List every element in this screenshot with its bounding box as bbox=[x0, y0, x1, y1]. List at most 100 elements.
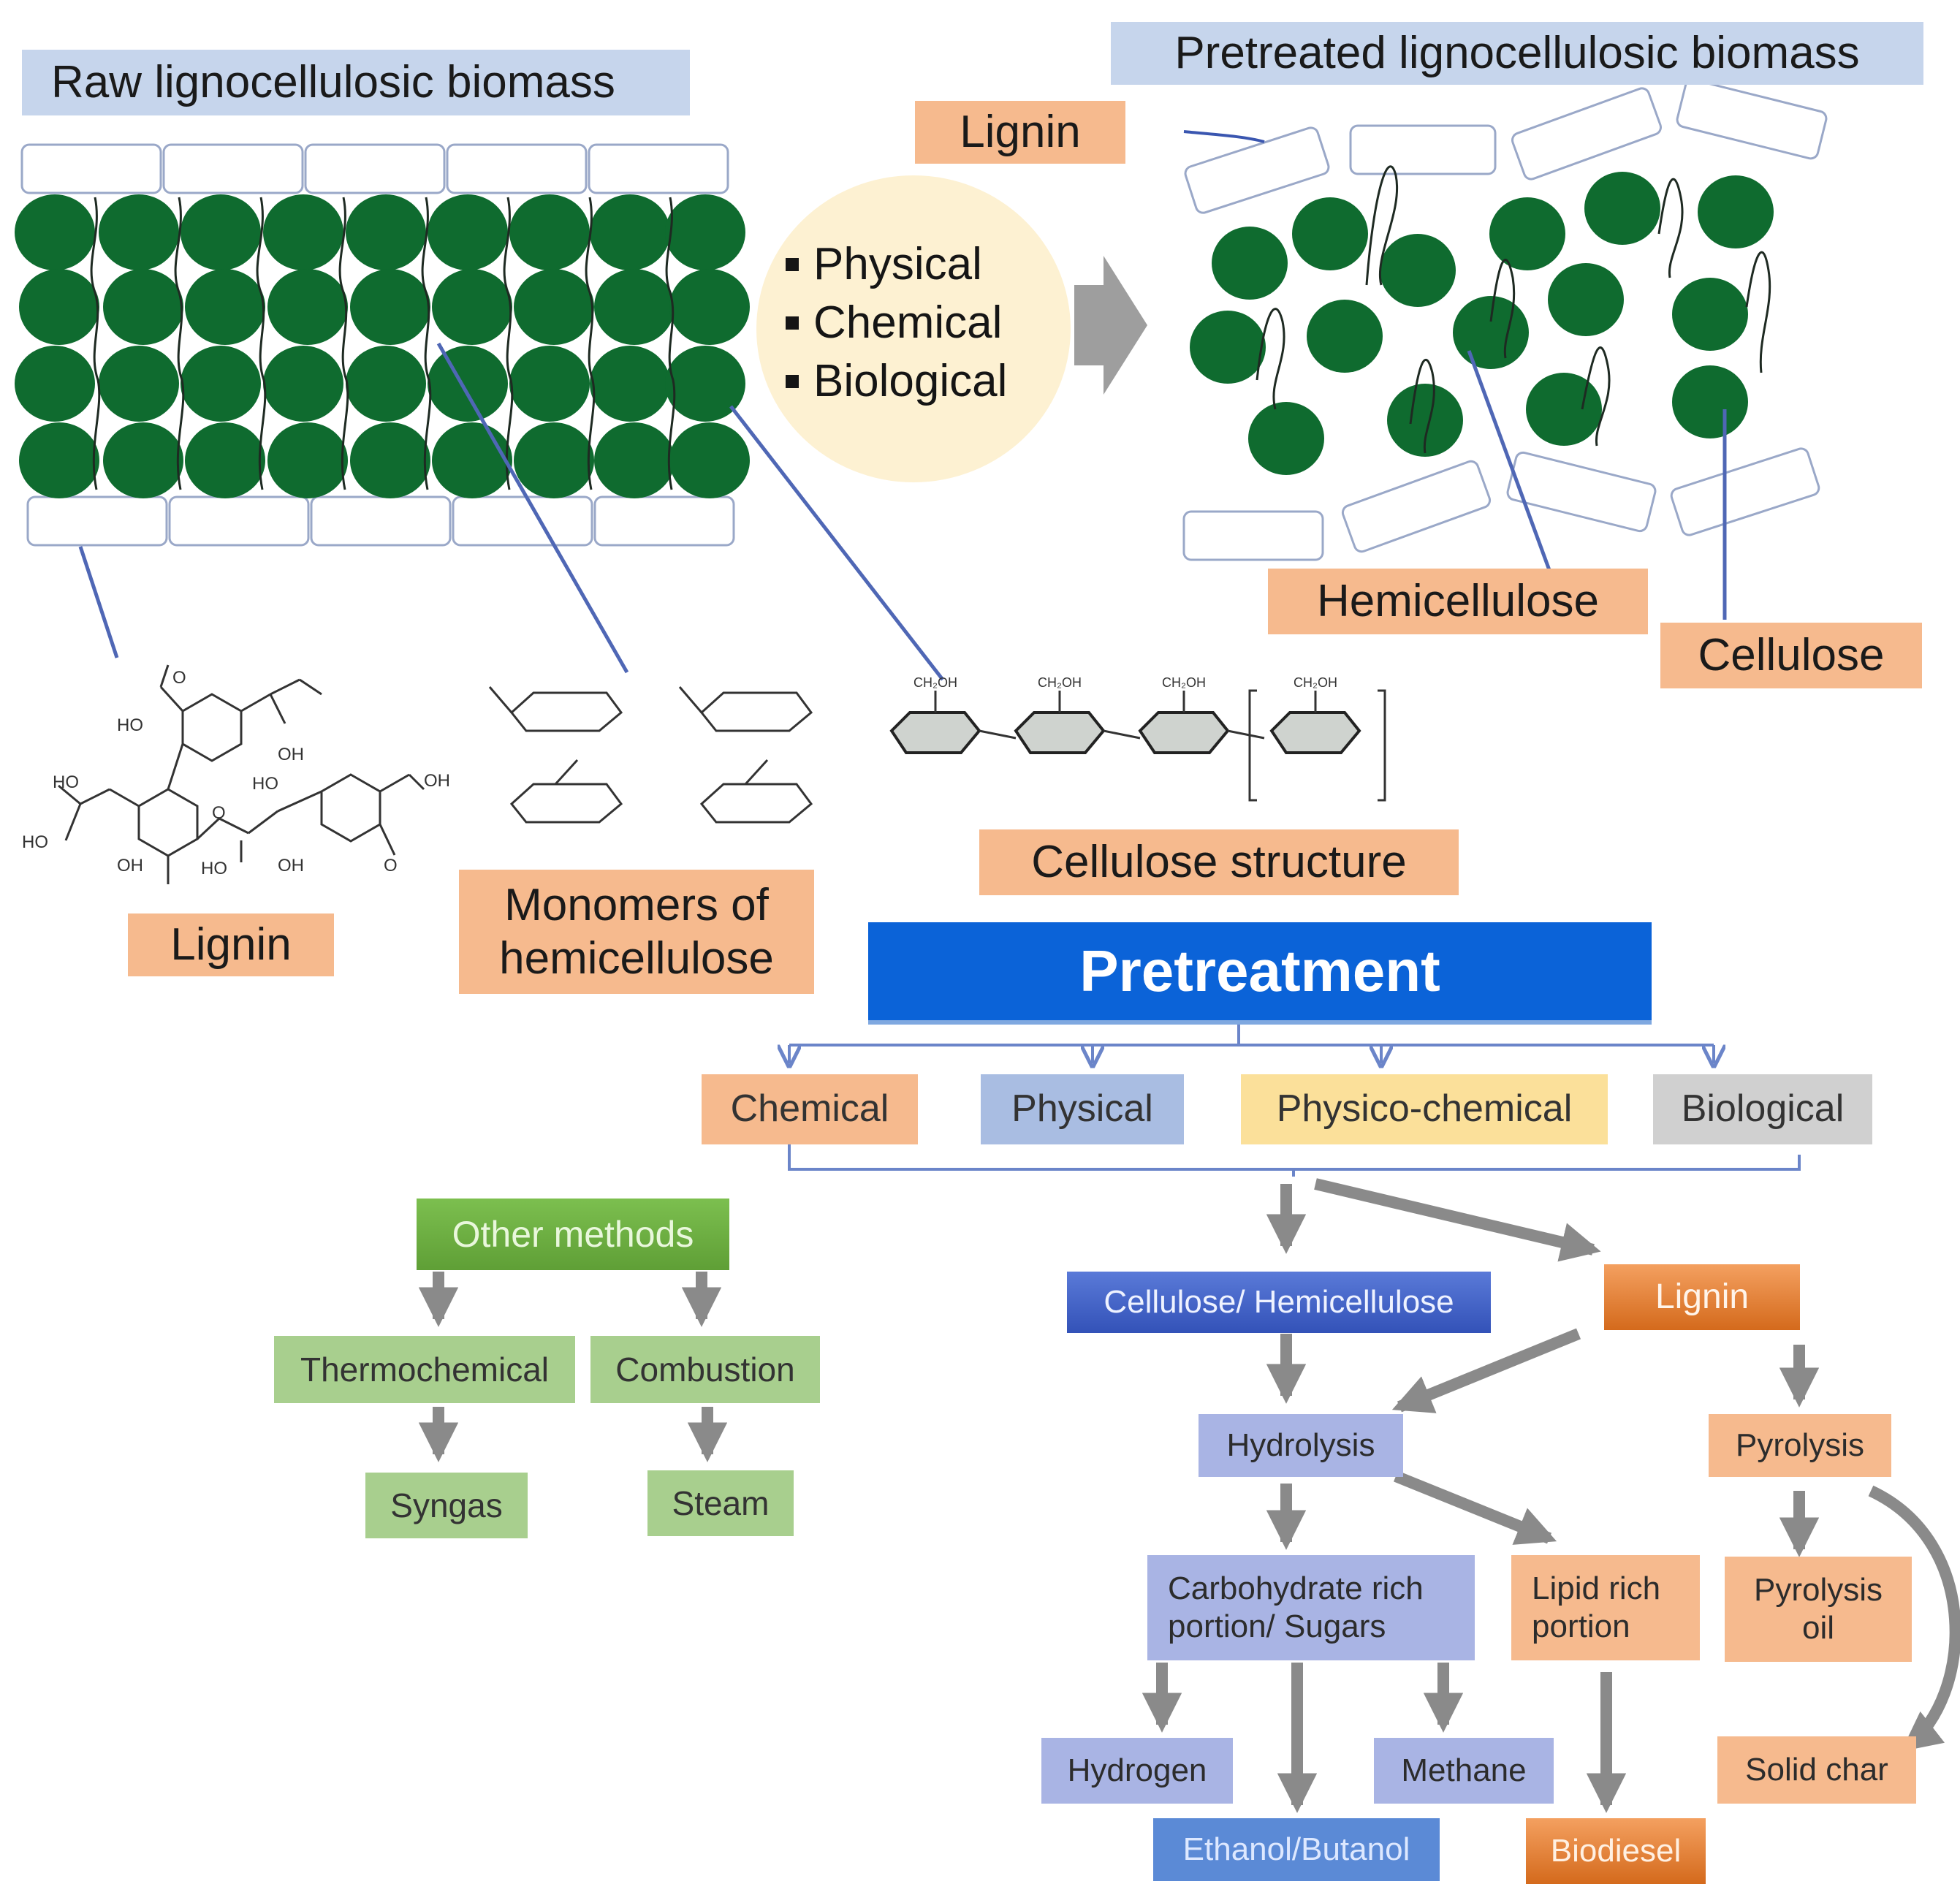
lipid-line-2: portion bbox=[1532, 1608, 1630, 1644]
cellulose-fiber bbox=[267, 422, 348, 498]
cellulose-hemicellulose-box: Cellulose/ Hemicellulose bbox=[1067, 1272, 1491, 1333]
lignin-label-ho-3: HO bbox=[22, 832, 48, 852]
cellulose-label: Cellulose bbox=[1660, 623, 1922, 688]
cellulose-fiber bbox=[590, 346, 670, 422]
monomers-line-2: hemicellulose bbox=[499, 933, 774, 984]
pretreatment-biological: Biological bbox=[1653, 1074, 1872, 1144]
lignin-strand bbox=[585, 197, 596, 490]
cellulose-fiber bbox=[346, 194, 426, 270]
cellulose-fiber bbox=[594, 422, 675, 498]
cellulose-fiber bbox=[1584, 172, 1660, 245]
cellulose-fiber bbox=[1489, 197, 1565, 270]
method-physical: Physical bbox=[786, 235, 1007, 294]
other-methods-title: Other methods bbox=[417, 1199, 729, 1270]
cellulose-fiber bbox=[669, 269, 750, 345]
cellulose-chain-brackets bbox=[1248, 689, 1386, 802]
lipid-line-1: Lipid rich bbox=[1532, 1570, 1661, 1607]
cellulose-fiber bbox=[432, 269, 512, 345]
ch2oh-label: CH₂OH bbox=[913, 675, 957, 690]
cellulose-fiber bbox=[185, 269, 265, 345]
pretreatment-physico-chemical: Physico-chemical bbox=[1241, 1074, 1608, 1144]
pretreatment-physical: Physical bbox=[981, 1074, 1184, 1144]
cellulose-fiber bbox=[1248, 402, 1324, 475]
cellulose-fiber bbox=[1212, 227, 1288, 300]
ethanol-butanol-box: Ethanol/Butanol bbox=[1153, 1818, 1440, 1881]
pyrolysis-oil-box: Pyrolysis oil bbox=[1725, 1557, 1912, 1662]
glucose-ring bbox=[1269, 711, 1361, 754]
cellulose-fiber bbox=[263, 194, 343, 270]
lignin-label-ho-5: HO bbox=[201, 859, 227, 878]
cellulose-fiber bbox=[1526, 373, 1602, 446]
pretreatment-branch-lines bbox=[789, 1019, 1801, 1177]
method-label: Physical bbox=[813, 239, 982, 289]
lignin-top-label: Lignin bbox=[915, 101, 1125, 164]
thermochemical-box: Thermochemical bbox=[274, 1336, 575, 1403]
glycosidic-bond bbox=[979, 729, 1017, 740]
pyrolysis-box: Pyrolysis bbox=[1709, 1414, 1891, 1477]
bullet-icon bbox=[786, 316, 799, 330]
method-biological: Biological bbox=[786, 352, 1007, 411]
lignin-label-oh-3: OH bbox=[278, 856, 304, 875]
hemicellulose-monomers bbox=[488, 686, 813, 824]
lignin-strand bbox=[256, 197, 267, 490]
pretreated-cellulose-circles bbox=[1190, 172, 1774, 475]
lignin-flow-box: Lignin bbox=[1604, 1264, 1800, 1330]
cellulose-fiber bbox=[590, 194, 670, 270]
syngas-box: Syngas bbox=[365, 1473, 528, 1538]
lignin-structure-label: Lignin bbox=[128, 913, 334, 976]
cellulose-fiber bbox=[103, 422, 183, 498]
glucose-ring bbox=[1014, 711, 1106, 754]
glycosidic-bond bbox=[1227, 729, 1265, 740]
lignin-label-o-2: O bbox=[384, 856, 398, 875]
cellulose-fiber bbox=[99, 346, 179, 422]
cellulose-fiber bbox=[19, 422, 99, 498]
glycosidic-bond bbox=[1103, 729, 1141, 740]
raw-top-blocks bbox=[20, 143, 729, 194]
methane-box: Methane bbox=[1374, 1738, 1554, 1804]
cellulose-fiber bbox=[428, 194, 508, 270]
monomers-hemicellulose-label: Monomers of hemicellulose bbox=[459, 870, 814, 994]
pretreated-leader-lines bbox=[1467, 350, 1727, 620]
pretreatment-chemical: Chemical bbox=[702, 1074, 918, 1144]
raw-biomass-title: Raw lignocellulosic biomass bbox=[22, 50, 690, 115]
cellulose-fiber bbox=[594, 269, 675, 345]
raw-leader-lines bbox=[78, 342, 944, 681]
cellulose-fiber bbox=[665, 194, 745, 270]
lignin-molecule bbox=[58, 664, 425, 884]
cellulose-fiber bbox=[1672, 278, 1748, 351]
lignin-strand bbox=[174, 197, 185, 490]
cellulose-fiber bbox=[509, 346, 590, 422]
lignin-label-oh-4: OH bbox=[424, 771, 450, 791]
hydrogen-box: Hydrogen bbox=[1041, 1738, 1233, 1804]
cellulose-fiber bbox=[181, 346, 261, 422]
biodiesel-box: Biodiesel bbox=[1526, 1818, 1706, 1884]
cellulose-fiber bbox=[15, 346, 95, 422]
pretreated-lignin-strands bbox=[1183, 130, 1771, 454]
method-chemical: Chemical bbox=[786, 294, 1007, 352]
cellulose-fiber bbox=[1453, 296, 1529, 369]
lignin-label-ho-4: HO bbox=[252, 774, 278, 794]
cellulose-fiber bbox=[669, 422, 750, 498]
carbohydrate-box: Carbohydrate rich portion/ Sugars bbox=[1147, 1555, 1475, 1660]
cellulose-fiber bbox=[1672, 365, 1748, 438]
cellulose-fiber bbox=[19, 269, 99, 345]
cellulose-fiber bbox=[350, 422, 430, 498]
lignin-molecule-labels: HO OH HO HO HO OH O HO OH O OH O bbox=[22, 668, 450, 878]
cellulose-fiber bbox=[665, 346, 745, 422]
cellulose-fiber bbox=[181, 194, 261, 270]
lignin-strand bbox=[665, 197, 676, 490]
steam-box: Steam bbox=[647, 1470, 794, 1536]
cellulose-fiber bbox=[267, 269, 348, 345]
lignin-label-oh-1: OH bbox=[278, 745, 304, 764]
lignin-label-o-1: O bbox=[212, 803, 226, 823]
lignin-label-ho-1: HO bbox=[117, 715, 143, 735]
pretreatment-methods-list: Physical Chemical Biological bbox=[786, 235, 1007, 411]
pyro-oil-line-1: Pyrolysis bbox=[1753, 1572, 1883, 1608]
lignin-strand bbox=[503, 197, 514, 490]
cellulose-fiber bbox=[263, 346, 343, 422]
pretreatment-direction-arrow bbox=[1074, 256, 1147, 395]
flow-arrows bbox=[418, 1178, 1960, 1813]
method-label: Biological bbox=[813, 356, 1008, 406]
bullet-icon bbox=[786, 375, 799, 388]
